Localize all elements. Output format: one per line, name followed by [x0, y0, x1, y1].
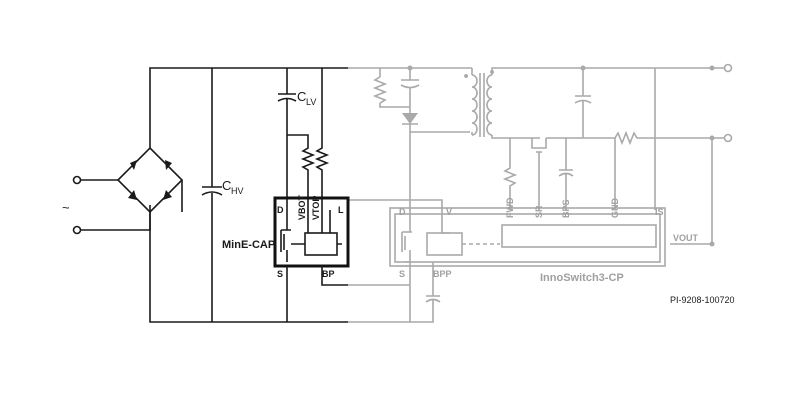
innoswitch-pin-bps: BPS: [561, 199, 571, 218]
mine-cap-package: [273, 196, 350, 268]
innoswitch-pin-v: V: [446, 207, 452, 217]
mine-cap-pin-vtop: VTOP: [311, 196, 321, 220]
chv-sub-label: HV: [231, 186, 244, 196]
innoswitch-pin-d: D: [399, 207, 406, 217]
mine-cap-pin-s: S: [277, 269, 283, 279]
ac-source-symbol: ~: [62, 200, 70, 215]
vtop-resistor: [314, 68, 330, 210]
innoswitch-pin-is: IS: [655, 207, 664, 217]
ac-input-terminal-2: [72, 225, 82, 235]
innoswitch-pin-vout: VOUT: [673, 233, 699, 243]
mine-cap-pin-bp: BP: [322, 269, 335, 279]
clv-sub-label: LV: [306, 97, 316, 107]
clv-label: C: [297, 89, 306, 104]
innoswitch-pin-gnd: GND: [610, 198, 620, 219]
bridge-rectifier: [116, 146, 184, 214]
innoswitch-pin-bpp: BPP: [433, 269, 452, 279]
mine-cap-pin-l: L: [338, 205, 344, 215]
primary-section: [72, 67, 350, 323]
innoswitch-package: [389, 207, 666, 267]
mine-cap-name: MinE-CAP: [222, 239, 275, 251]
ac-input-terminal-1: [72, 175, 82, 185]
innoswitch-name: InnoSwitch3-CP: [540, 272, 624, 284]
innoswitch-section: [348, 63, 733, 323]
innoswitch-pin-fwd: FWD: [505, 197, 515, 218]
reference-number: PI-9208-100720: [670, 295, 735, 305]
vbot-resistor: [287, 134, 316, 210]
mine-cap-pin-d: D: [277, 205, 284, 215]
capacitor-clv-symbol: [277, 68, 297, 210]
capacitor-chv-symbol: [201, 68, 223, 322]
innoswitch-pin-s: S: [399, 269, 405, 279]
chv-label: C: [222, 178, 231, 193]
mine-cap-pin-vbot: VBOT: [297, 194, 307, 220]
innoswitch-pin-sr: SR: [534, 205, 544, 218]
